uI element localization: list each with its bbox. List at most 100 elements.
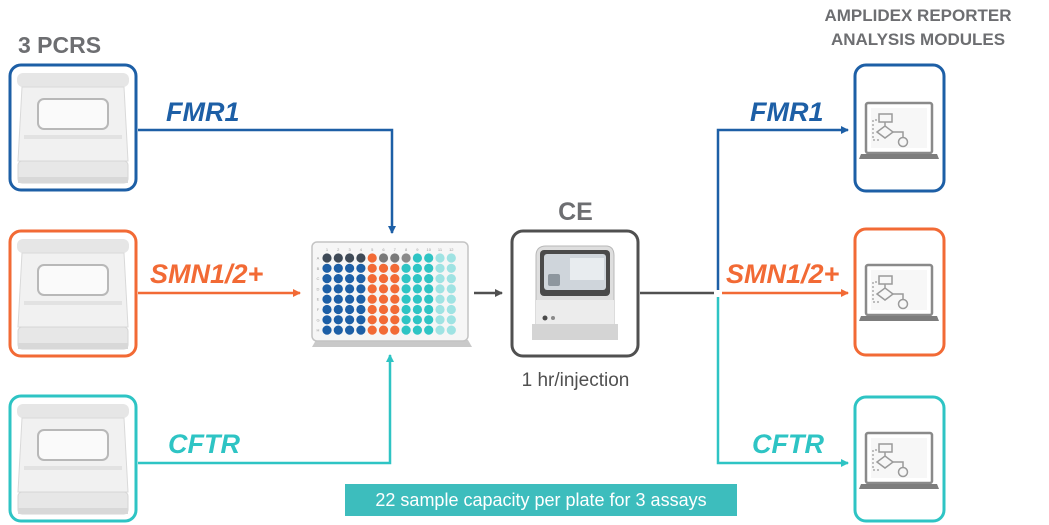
modules-heading-line1: AMPLIDEX REPORTER: [824, 6, 1012, 25]
plate-well: [446, 294, 456, 304]
assay-label-cftr-right: CFTR: [752, 429, 824, 459]
plate-label: 4: [360, 247, 363, 252]
module-box-cftr: [853, 395, 946, 523]
plate-label: 6: [382, 247, 385, 252]
plate-label: 2: [337, 247, 340, 252]
plate-well: [367, 253, 377, 263]
plate-well: [390, 263, 400, 273]
assay-label-fmr1-right: FMR1: [750, 97, 824, 127]
capillary-electrophoresis-instrument-icon: [510, 229, 640, 358]
laptop-workflow-icon: [857, 431, 941, 491]
plate-label: F: [317, 307, 320, 312]
plate-well: [345, 263, 355, 273]
plate-well: [424, 325, 434, 335]
plate-label: A: [317, 256, 320, 261]
assay-label-smn-right: SMN1/2+: [726, 259, 840, 289]
plate-well: [435, 284, 445, 294]
plate-well: [390, 253, 400, 263]
plate-well: [401, 263, 411, 273]
fmr1-to-module-arrow: [716, 126, 849, 290]
ce-heading: CE: [558, 198, 593, 226]
plate-well: [345, 274, 355, 284]
fmr1-to-plate-arrow: [138, 128, 396, 234]
plate-well: [412, 274, 422, 284]
plate-well: [378, 325, 389, 335]
plate-well: [345, 325, 355, 335]
plate-well: [390, 304, 400, 315]
plate-well: [322, 294, 332, 304]
plate-well: [333, 253, 343, 263]
plate-well: [412, 315, 422, 325]
plate-well: [435, 294, 445, 304]
plate-well: [390, 284, 400, 294]
plate-well: [446, 315, 456, 325]
plate-label: 3: [348, 247, 351, 252]
plate-well: [322, 284, 332, 294]
cftr-to-module-arrow: [716, 297, 849, 467]
plate-well: [333, 325, 343, 335]
plate-well: [333, 304, 343, 315]
plate-well: [446, 325, 456, 335]
plate-well: [356, 274, 366, 284]
plate-well: [401, 294, 411, 304]
plate-well: [412, 263, 422, 273]
plate-well: [322, 263, 332, 273]
plate-well: [378, 315, 389, 325]
plate-well: [333, 284, 343, 294]
plate-label: E: [317, 297, 320, 302]
plate-well: [446, 263, 456, 273]
plate-well: [412, 284, 422, 294]
assay-label-smn-left: SMN1/2+: [150, 259, 264, 289]
cftr-to-plate-arrow: [138, 354, 394, 465]
plate-well: [401, 325, 411, 335]
plate-well: [356, 284, 366, 294]
plate-well: [378, 274, 389, 284]
pcrs-heading: 3 PCRS: [18, 32, 102, 58]
pcr-thermal-cycler-icon: [16, 72, 130, 184]
plate-well: [356, 253, 366, 263]
plate-well: [390, 315, 400, 325]
plate-label: 1: [326, 247, 329, 252]
plate-well: [446, 284, 456, 294]
plate-well: [378, 294, 389, 304]
pcr-thermal-cycler-icon: [16, 238, 130, 350]
plate-well: [333, 315, 343, 325]
plate-well: [345, 304, 355, 315]
plate-label: 12: [449, 247, 454, 252]
plate-well: [424, 274, 434, 284]
plate-label: 11: [438, 247, 443, 252]
plate-label: 7: [394, 247, 397, 252]
plate-well: [424, 263, 434, 273]
modules-heading-line2: ANALYSIS MODULES: [830, 30, 1006, 49]
plate-well: [333, 263, 343, 273]
module-box-fmr1: [853, 63, 946, 193]
plate-well: [412, 304, 422, 315]
plate-well: [435, 263, 445, 273]
plate-well: [446, 253, 456, 263]
plate-well: [412, 325, 422, 335]
plate-well: [424, 294, 434, 304]
plate-well: [446, 274, 456, 284]
module-box-smn: [853, 227, 946, 357]
plate-well: [367, 325, 377, 335]
plate-label: D: [317, 286, 320, 291]
plate-well: [401, 274, 411, 284]
plate-well: [367, 263, 377, 273]
plate-label: 5: [371, 247, 374, 252]
pcr-thermal-cycler-icon: [16, 403, 130, 515]
plate-well: [401, 304, 411, 315]
plate-well: [435, 325, 445, 335]
plate-well: [367, 294, 377, 304]
pcr-box-smn: [8, 229, 138, 358]
pcr-box-cftr: [8, 394, 138, 523]
plate-well: [356, 294, 366, 304]
plate-well: [367, 315, 377, 325]
plate-well: [333, 294, 343, 304]
plate-well: [333, 274, 343, 284]
plate-well: [390, 294, 400, 304]
plate-label: H: [317, 328, 320, 333]
plate-well: [401, 284, 411, 294]
plate-well: [356, 325, 366, 335]
